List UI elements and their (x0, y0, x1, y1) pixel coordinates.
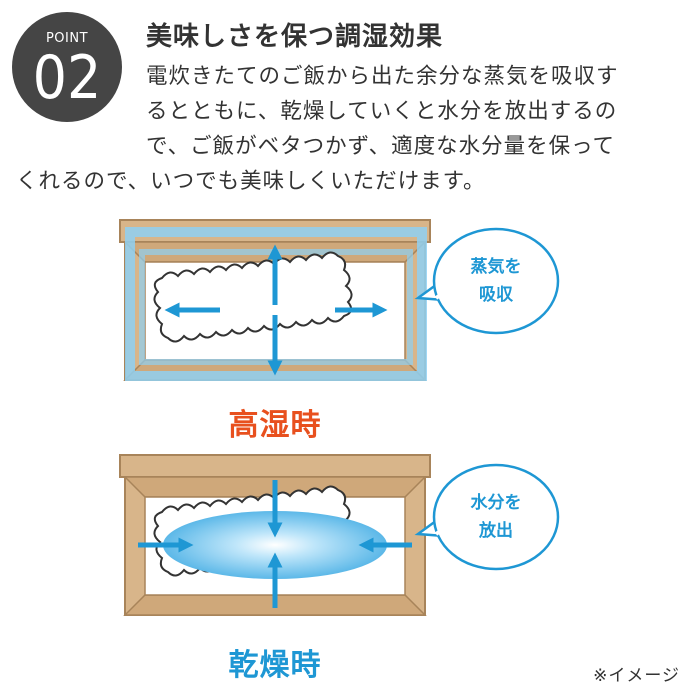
point-label: POINT (45, 31, 89, 46)
point-badge: POINT 02 (12, 12, 122, 122)
page-title: 美味しさを保つ調湿効果 (146, 22, 444, 52)
state-label-high-humidity: 高湿時 (228, 408, 322, 443)
bubble-absorb (414, 227, 560, 335)
state-label-dry: 乾燥時 (228, 648, 322, 683)
bubble-release-line-2: 放出 (479, 521, 513, 541)
bubble-release (414, 463, 560, 571)
description-line-4: くれるので、いつでも美味しくいただけます。 (16, 169, 486, 194)
bubble-absorb-line-1: 蒸気を (470, 257, 522, 277)
bubble-absorb-text: 蒸気を 吸収 (446, 253, 546, 309)
image-note: ※イメージ (593, 666, 680, 686)
description-line-1: 電炊きたてのご飯から出た余分な蒸気を吸収す (146, 64, 619, 89)
point-number: 02 (32, 43, 102, 113)
bubble-release-line-1: 水分を (470, 493, 522, 513)
description-line-3: で、ご飯がベタつかず、適度な水分量を保って (146, 134, 616, 159)
box-high-humidity (119, 219, 431, 381)
box-dry (119, 454, 431, 616)
description-line-2: るとともに、乾燥していくと水分を放出するの (146, 99, 618, 124)
bubble-release-text: 水分を 放出 (446, 489, 546, 545)
bubble-absorb-line-2: 吸収 (479, 285, 513, 305)
